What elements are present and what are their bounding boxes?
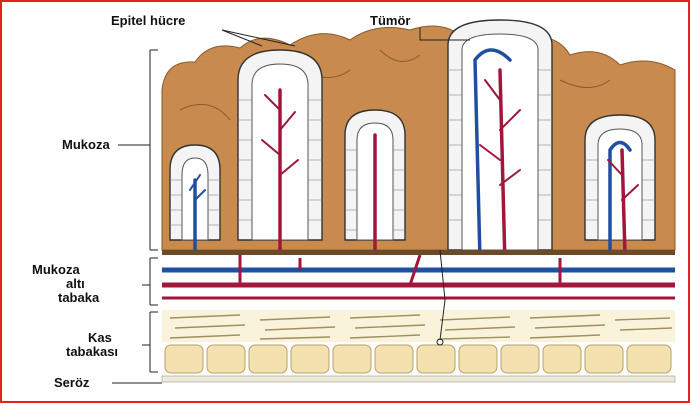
label-mucosa: Mukoza (62, 137, 110, 152)
submucosa-layer (162, 250, 675, 310)
layer-brackets (112, 50, 162, 383)
label-tumor: Tümör (370, 13, 410, 28)
label-muscle-line1: Kas (88, 330, 112, 345)
label-epithelial-cell: Epitel hücre (111, 13, 185, 28)
serosa-layer (162, 376, 675, 382)
label-serosa: Seröz (54, 375, 90, 390)
label-submucosa-line2: altı (66, 276, 85, 291)
label-submucosa-line3: tabaka (58, 290, 100, 305)
muscle-layer-longitudinal (162, 310, 675, 342)
label-submucosa-line1: Mukoza (32, 262, 80, 277)
muscle-layer-circular (165, 345, 671, 373)
label-muscle-line2: tabakası (66, 344, 118, 359)
